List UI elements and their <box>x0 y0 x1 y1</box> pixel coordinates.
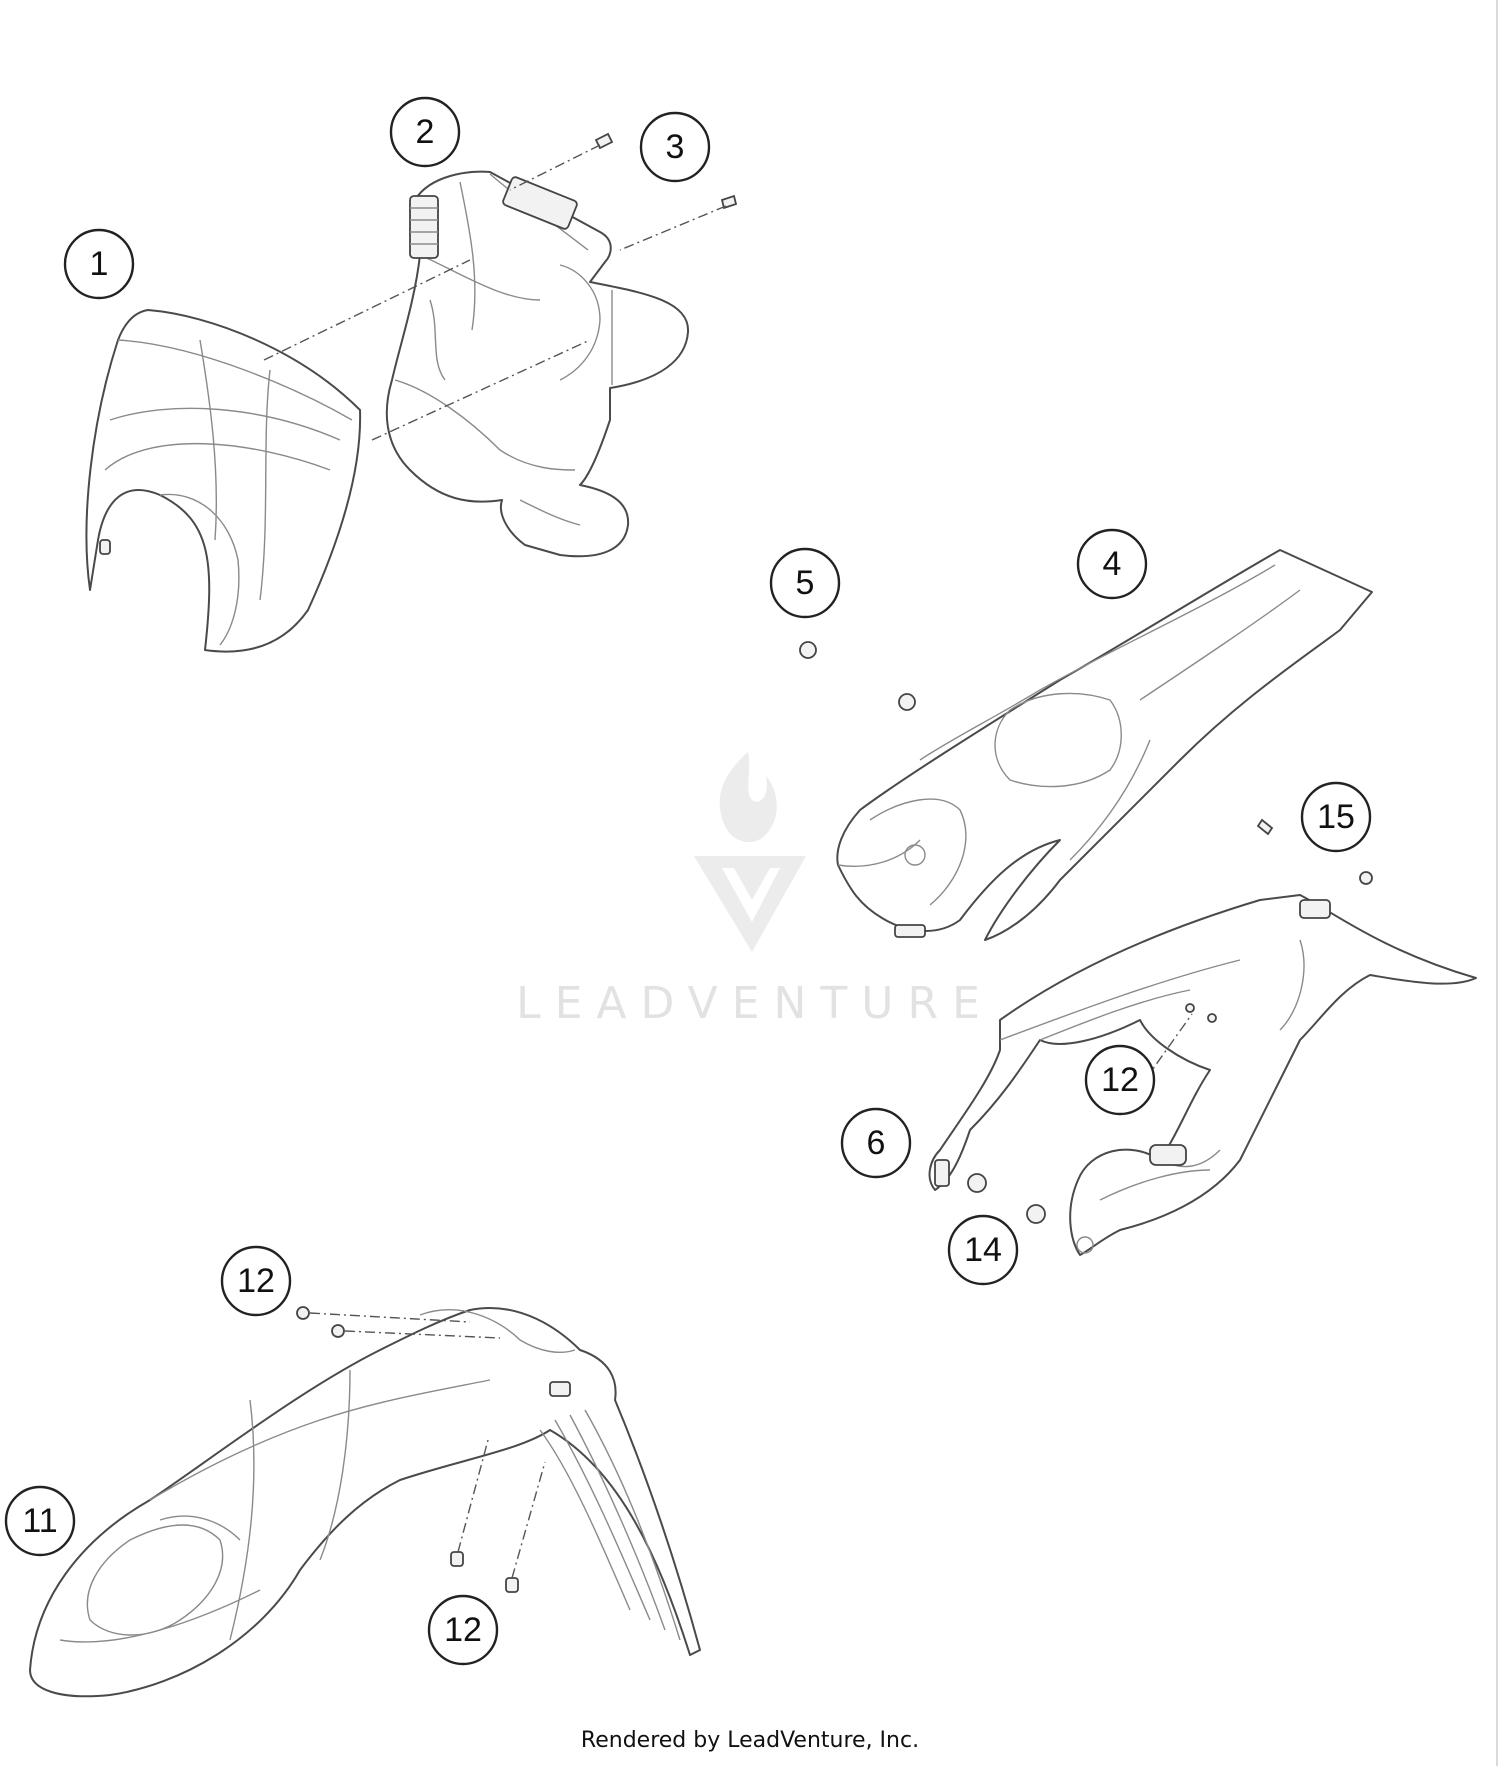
callout-label: 6 <box>867 1124 886 1162</box>
footer-credit: Rendered by LeadVenture, Inc. <box>580 1728 920 1753</box>
part-side-panel <box>928 894 1477 1256</box>
part-front-fender <box>29 1307 701 1698</box>
leadventure-watermark: LEADVENTURE <box>516 752 994 1029</box>
callout-label: 12 <box>237 1262 275 1300</box>
part-rear-fender <box>836 549 1373 941</box>
callout-2: 2 <box>389 96 461 168</box>
part-nuts-14 <box>967 1173 1046 1224</box>
part-headlight-mask <box>85 309 362 653</box>
callout-11: 11 <box>4 1485 76 1557</box>
flame-icon <box>719 752 777 843</box>
callout-1: 1 <box>63 228 135 300</box>
callout-label: 14 <box>964 1231 1002 1269</box>
callout-label: 5 <box>796 564 815 602</box>
callout-label: 2 <box>416 113 435 151</box>
callout-14: 14 <box>947 1214 1019 1286</box>
callout-12-right: 12 <box>1084 1044 1156 1116</box>
callout-12-bottom: 12 <box>427 1594 499 1666</box>
callout-5: 5 <box>769 547 841 619</box>
callout-4: 4 <box>1076 528 1148 600</box>
callout-label: 1 <box>90 245 109 283</box>
callout-label: 12 <box>444 1611 482 1649</box>
part-nuts-5 <box>799 641 916 711</box>
callout-3: 3 <box>639 111 711 183</box>
part-headlight-housing <box>385 170 690 558</box>
callout-label: 4 <box>1103 545 1122 583</box>
part-bolts-15 <box>1256 818 1373 885</box>
callout-label: 15 <box>1317 798 1355 836</box>
part-screws-12-top <box>296 1306 345 1338</box>
image-border <box>1496 0 1498 1766</box>
watermark-text: LEADVENTURE <box>516 978 994 1029</box>
part-screws-12-bottom <box>450 1551 519 1593</box>
v-logo-icon <box>694 856 806 952</box>
callout-15: 15 <box>1300 781 1372 853</box>
callout-label: 3 <box>666 128 685 166</box>
callout-6: 6 <box>840 1107 912 1179</box>
callout-label: 12 <box>1101 1061 1139 1099</box>
callout-label: 11 <box>22 1502 57 1540</box>
part-screws-12-right <box>1185 1003 1217 1023</box>
callout-12-top: 12 <box>220 1245 292 1317</box>
